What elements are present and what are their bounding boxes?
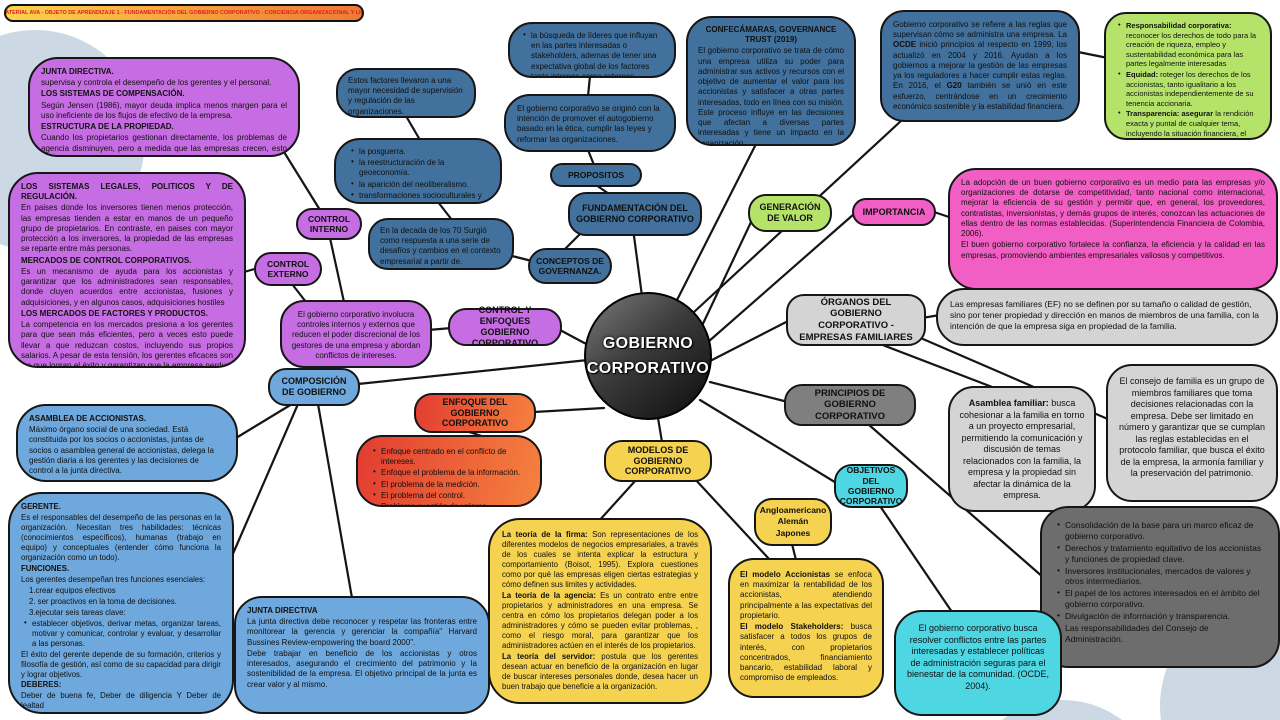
pill-composicion-de-gobierno: COMPOSICIÓN DE GOBIERNO xyxy=(268,368,360,406)
pill-generacion-de-valor: GENERACIÓN DE VALOR xyxy=(748,194,832,232)
node-principios-ocde-lista: Consolidación de la base para un marco e… xyxy=(1040,506,1280,668)
pill-objetivos-gobierno: OBJETIVOS DEL GOBIERNO CORPORATIVO xyxy=(834,464,908,508)
node-confecamaras-governance-trust: CONFECÁMARAS, GOVERNANCE TRUST (2019)El … xyxy=(686,16,856,146)
pill-conceptos-governanza: CONCEPTOS DE GOVERNANZA. xyxy=(528,248,612,284)
node-principios-responsabilidad-equidad-transparencia: Responsabilidad corporativa: reconocer l… xyxy=(1104,12,1272,140)
node-enfoque-problemas-lista: Enfoque centrado en el conflicto de inte… xyxy=(356,435,542,507)
node-asamblea-de-accionistas: ASAMBLEA DE ACCIONISTAS.Máximo órgano so… xyxy=(16,404,238,482)
node-estos-factores: Estos factores llevaron a una mayor nece… xyxy=(336,68,476,118)
node-sistemas-legales: LOS SISTEMAS LEGALES, POLITICOS Y DE REG… xyxy=(8,172,246,368)
pill-modelos-gobierno: MODELOS DE GOBIERNO CORPORATIVO xyxy=(604,440,712,482)
node-origen-autogobierno: El gobierno corporativo se originó con l… xyxy=(504,94,676,152)
central-topic-line1: GOBIERNO xyxy=(602,334,694,352)
node-gerente: GERENTE.Es el responsables del desempeño… xyxy=(8,492,234,714)
pill-propositos: PROPOSITOS xyxy=(550,163,642,187)
pill-enfoque-del-gobierno: ENFOQUE DEL GOBIERNO CORPORATIVO xyxy=(414,393,536,433)
pill-control-interno: CONTROL INTERNO xyxy=(296,208,362,240)
node-empresas-familiares-definicion: Las empresas familiares (EF) no se defin… xyxy=(936,288,1278,346)
node-decada-70: En la decada de los 70 Surgió como respu… xyxy=(368,218,514,270)
node-busqueda-de-lideres: la búsqueda de líderes que influyan en l… xyxy=(508,22,676,78)
node-modelo-accionistas-stakeholders: El modelo Accionistas se enfoca en maxim… xyxy=(728,558,884,698)
node-consejo-de-familia: El consejo de familia es un grupo de mie… xyxy=(1106,364,1278,502)
node-controles-internos-externos: El gobierno corporativo involucra contro… xyxy=(280,300,432,368)
node-junta-directiva-compensacion: JUNTA DIRECTIVA.supervisa y controla el … xyxy=(28,57,300,157)
node-teorias-firma-agencia-servidor: La teoría de la firma: Son representacio… xyxy=(488,518,712,704)
pill-fundamentacion: FUNDAMENTACIÓN DEL GOBIERNO CORPORATIVO xyxy=(568,192,702,236)
central-topic-gobierno-corporativo: GOBIERNO CORPORATIVO xyxy=(584,292,712,420)
pill-control-y-enfoques: CONTROL Y ENFOQUES GOBIERNO CORPORATIVO xyxy=(448,305,562,348)
node-objetivos-ocde-2004: El gobierno corporativo busca resolver c… xyxy=(894,610,1062,716)
source-banner: FUENTE: MATERIAL AVA - OBJETO DE APRENDI… xyxy=(4,4,364,22)
pill-principios-gobierno: PRINCIPIOS DE GOBIERNO CORPORATIVO xyxy=(784,384,916,426)
node-posguerra-lista: la posguerra. la reestructuración de la … xyxy=(334,138,502,204)
node-asamblea-familiar: Asamblea familiar: busca cohesionar a la… xyxy=(948,386,1096,512)
node-importancia-adopcion: La adopción de un buen gobierno corporat… xyxy=(948,168,1278,290)
node-ocde-g20-reglas: Gobierno corporativo se refiere a las re… xyxy=(880,10,1080,122)
central-topic-line2: CORPORATIVO xyxy=(586,359,710,377)
pill-control-externo: CONTROL EXTERNO xyxy=(254,252,322,286)
pill-importancia: IMPORTANCIA xyxy=(852,198,936,226)
pill-organos-empresas-familiares: ÓRGANOS DEL GOBIERNO CORPORATIVO - EMPRE… xyxy=(786,294,926,346)
